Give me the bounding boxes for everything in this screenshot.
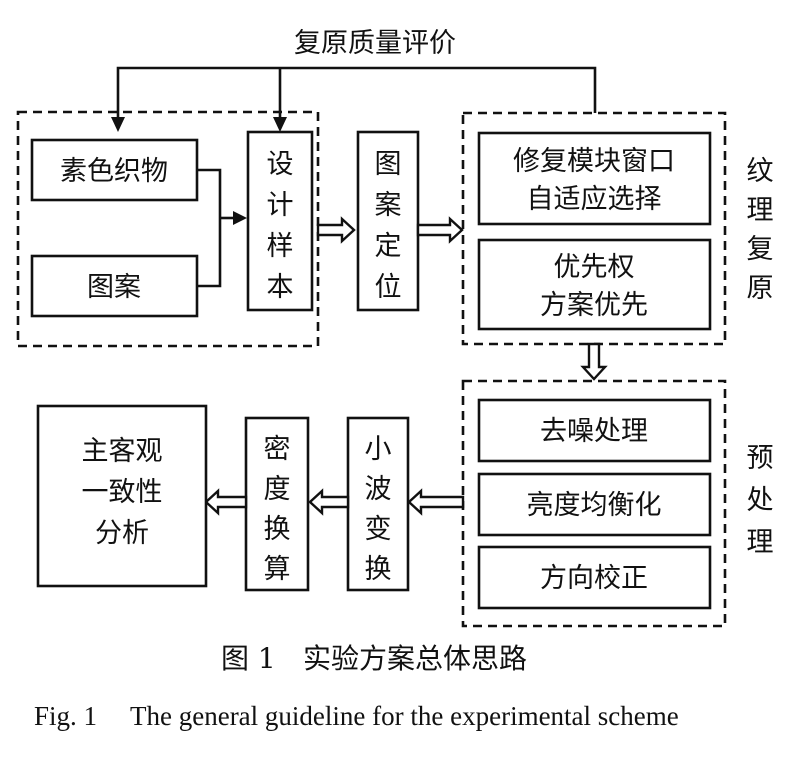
preprocess-label-char-3: 理 xyxy=(747,527,774,558)
texture-label-char-4: 原 xyxy=(747,273,774,304)
caption-en-title: The general guideline for the experiment… xyxy=(130,701,679,731)
denoise-box xyxy=(477,398,712,463)
direction-label: 方向校正 xyxy=(540,563,648,594)
brightness-label: 亮度均衡化 xyxy=(527,490,662,521)
caption-en-number: Fig. 1 xyxy=(34,701,97,731)
hollow-arrow-down xyxy=(580,342,608,381)
design-sample-char-4: 本 xyxy=(267,272,294,303)
texture-label-char-2: 理 xyxy=(747,195,774,226)
pattern-locate-char-3: 定 xyxy=(375,231,402,262)
wavelet-char-4: 换 xyxy=(365,554,392,585)
priority-line-2: 方案优先 xyxy=(540,290,648,321)
patch-window-line-2: 自适应选择 xyxy=(527,184,662,215)
wavelet-box xyxy=(346,416,410,592)
density-char-4: 算 xyxy=(264,554,291,585)
feedback-label: 复原质量评价 xyxy=(294,28,456,59)
wavelet-char-1: 小 xyxy=(365,434,392,465)
hollow-arrow-to-density xyxy=(308,488,350,516)
feedback-loop-line xyxy=(116,66,597,120)
wavelet-char-2: 波 xyxy=(365,474,392,505)
wavelet-char-3: 变 xyxy=(365,514,392,545)
design-sample-char-3: 样 xyxy=(267,231,294,262)
density-char-2: 度 xyxy=(264,474,291,505)
design-sample-char-2: 计 xyxy=(267,190,294,221)
direction-box xyxy=(477,545,712,610)
texture-label-char-1: 纹 xyxy=(747,156,774,187)
feedback-arrowhead-right xyxy=(273,117,287,132)
texture-label-char-3: 复 xyxy=(747,234,774,265)
design-sample-char-1: 设 xyxy=(267,149,294,180)
denoise-label: 去噪处理 xyxy=(540,416,648,447)
hollow-arrow-to-texture xyxy=(416,216,464,244)
hollow-arrow-to-wavelet xyxy=(407,488,465,516)
density-char-3: 换 xyxy=(264,514,291,545)
density-char-1: 密 xyxy=(264,434,291,465)
priority-box xyxy=(477,238,712,331)
caption-cn-title: 实验方案总体思路 xyxy=(303,642,527,675)
merge-line xyxy=(197,168,222,288)
analysis-line-2: 一致性 xyxy=(82,477,163,508)
pattern-box xyxy=(30,254,199,318)
pattern-locate-box xyxy=(356,130,420,312)
merge-arrowhead xyxy=(233,211,247,225)
plain-fabric-label: 素色织物 xyxy=(60,156,168,187)
patch-window-box xyxy=(477,131,712,226)
input-group-frame xyxy=(16,110,320,348)
feedback-arrowhead-left xyxy=(111,117,125,132)
pattern-locate-char-4: 位 xyxy=(375,272,402,303)
preprocess-label-char-1: 预 xyxy=(747,443,774,474)
design-sample-box xyxy=(246,130,314,312)
analysis-box xyxy=(36,404,208,588)
caption-cn-number: 图 1 xyxy=(221,642,276,675)
brightness-box xyxy=(477,472,712,537)
pattern-locate-char-1: 图 xyxy=(375,149,402,180)
analysis-line-3: 分析 xyxy=(95,518,149,549)
plain-fabric-box xyxy=(30,138,199,202)
patch-window-line-1: 修复模块窗口 xyxy=(513,146,675,177)
preprocess-label-char-2: 处 xyxy=(747,485,774,516)
hollow-arrow-to-locate xyxy=(316,216,356,244)
hollow-arrow-to-analysis xyxy=(204,488,248,516)
pattern-locate-char-2: 案 xyxy=(375,190,402,221)
analysis-line-1: 主客观 xyxy=(82,436,163,467)
pattern-label: 图案 xyxy=(87,272,141,303)
priority-line-1: 优先权 xyxy=(554,252,635,283)
